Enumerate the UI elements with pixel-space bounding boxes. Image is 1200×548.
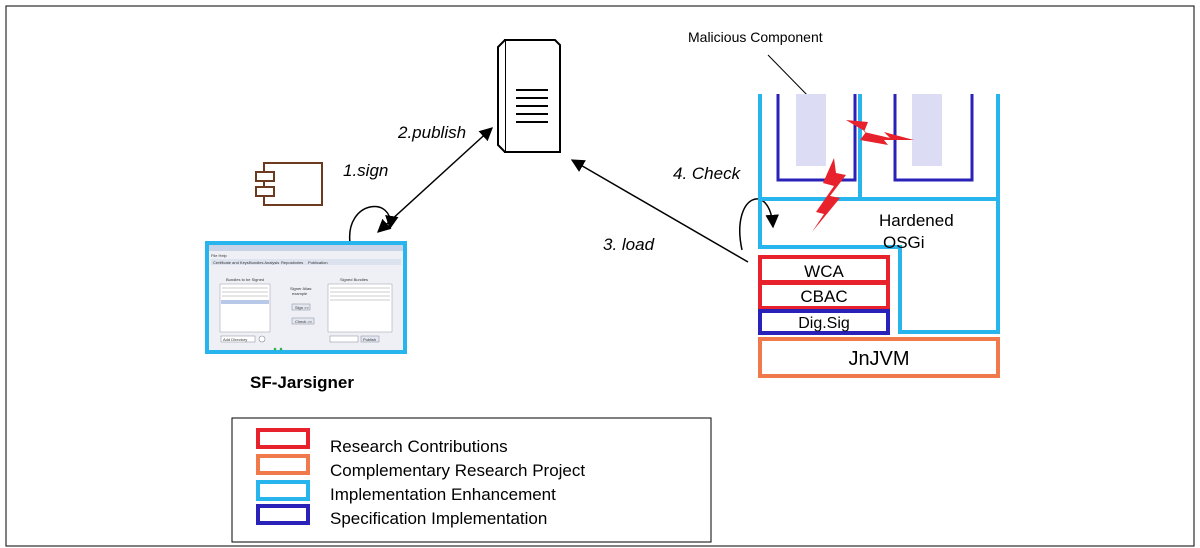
mini-sign-button: Sign >> xyxy=(295,305,309,310)
wca-box xyxy=(758,255,890,284)
wca-label: WCA xyxy=(804,262,844,281)
publish-arrow xyxy=(377,127,493,233)
legend-swatch-red xyxy=(256,428,310,449)
sign-arrow xyxy=(349,205,399,244)
attack-bolt-horizontal xyxy=(846,120,914,145)
jarsigner-screenshot: File Help Certificate and Keys Bundles A… xyxy=(205,241,407,354)
legend-label-3: Implementation Enhancement xyxy=(330,485,556,504)
legend-swatch-orange xyxy=(256,454,310,475)
publish-label: 2.publish xyxy=(397,123,466,142)
mini-menu: File Help xyxy=(211,253,228,258)
mini-tab-3: Repositories xyxy=(281,260,303,265)
server-icon xyxy=(497,39,561,153)
legend-label-1: Research Contributions xyxy=(330,437,508,456)
legend-swatch-blue xyxy=(256,504,310,525)
component-icon xyxy=(255,162,323,206)
mini-center-text: Signer Alias: xyxy=(290,286,312,291)
hardened-label-2: OSGi xyxy=(883,233,925,252)
mini-center-text2: example xyxy=(292,291,308,296)
bundle-left xyxy=(776,94,857,182)
jarsigner-label: SF-Jarsigner xyxy=(250,373,354,392)
mini-tab-2: Bundles Analysis xyxy=(249,260,279,265)
hardened-osgi xyxy=(758,94,1000,334)
mini-check-button: Check >> xyxy=(295,319,313,324)
digsig-box xyxy=(758,309,890,335)
legend-label-2: Complementary Research Project xyxy=(330,461,585,480)
cbac-label: CBAC xyxy=(800,287,847,306)
bundle-right xyxy=(893,94,974,182)
mini-publish-button: Publish xyxy=(363,337,376,342)
legend: Research Contributions Complementary Res… xyxy=(231,417,712,543)
mini-right-title: Signed Bundles xyxy=(340,277,368,282)
mini-dropdown: Add Directory xyxy=(223,337,247,342)
legend-label-4: Specification Implementation xyxy=(330,509,547,528)
sign-label: 1.sign xyxy=(343,161,388,180)
jnjvm-box xyxy=(758,337,1000,378)
check-arrow xyxy=(739,198,779,251)
legend-swatch-cyan xyxy=(256,480,310,501)
jnjvm-label: JnJVM xyxy=(848,348,909,370)
malicious-label: Malicious Component xyxy=(688,29,823,45)
mini-tab-4: Publication xyxy=(308,260,328,265)
load-arrow xyxy=(570,159,749,263)
check-label: 4. Check xyxy=(673,164,742,183)
malicious-leader xyxy=(767,54,813,101)
attack-bolt-vertical xyxy=(812,158,846,232)
cbac-box xyxy=(758,281,890,310)
outer-frame xyxy=(5,5,1195,547)
hardened-label-1: Hardened xyxy=(879,211,954,230)
digsig-label: Dig.Sig xyxy=(798,315,850,332)
mini-tab-1: Certificate and Keys xyxy=(213,260,249,265)
mini-left-title: Bundles to be Signed xyxy=(226,277,264,282)
load-label: 3. load xyxy=(603,235,655,254)
